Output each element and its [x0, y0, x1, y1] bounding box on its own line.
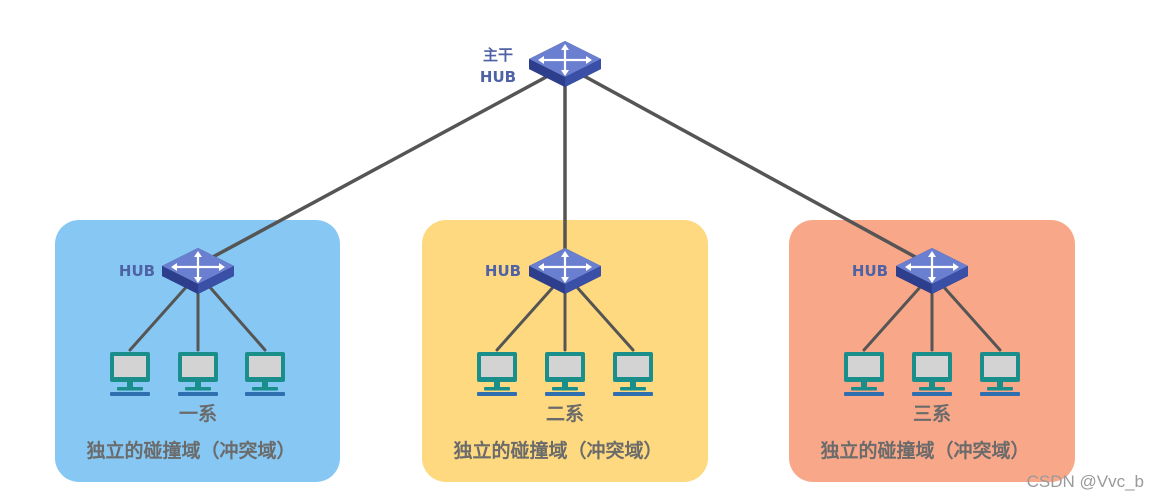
link-core-to-hub-1 — [196, 74, 550, 267]
link-hub1-pc-3 — [206, 283, 267, 352]
group-2-name: 二系 — [546, 403, 584, 425]
link-hub1-pc-1 — [128, 283, 190, 352]
group-3-name: 三系 — [913, 403, 951, 425]
hub-1-label: HUB — [119, 262, 155, 280]
link-hub3-pc-1 — [862, 283, 924, 352]
link-hub2-pc-1 — [495, 283, 557, 352]
group-3-caption: 独立的碰撞域（冲突域） — [820, 439, 1029, 462]
hub-2-label: HUB — [485, 262, 521, 280]
link-hub3-pc-3 — [940, 283, 1002, 352]
core-hub-label-line2: HUB — [480, 68, 516, 86]
link-hub2-pc-3 — [573, 283, 635, 352]
link-core-to-hub-3 — [582, 74, 932, 267]
watermark: CSDN @Vvc_b — [1027, 472, 1144, 491]
group-1-caption: 独立的碰撞域（冲突域） — [86, 439, 295, 462]
group-2-caption: 独立的碰撞域（冲突域） — [453, 439, 662, 462]
core-hub-label-line1: 主干 — [483, 46, 513, 64]
hub-3-label: HUB — [852, 262, 888, 280]
group-1-name: 一系 — [179, 403, 217, 425]
